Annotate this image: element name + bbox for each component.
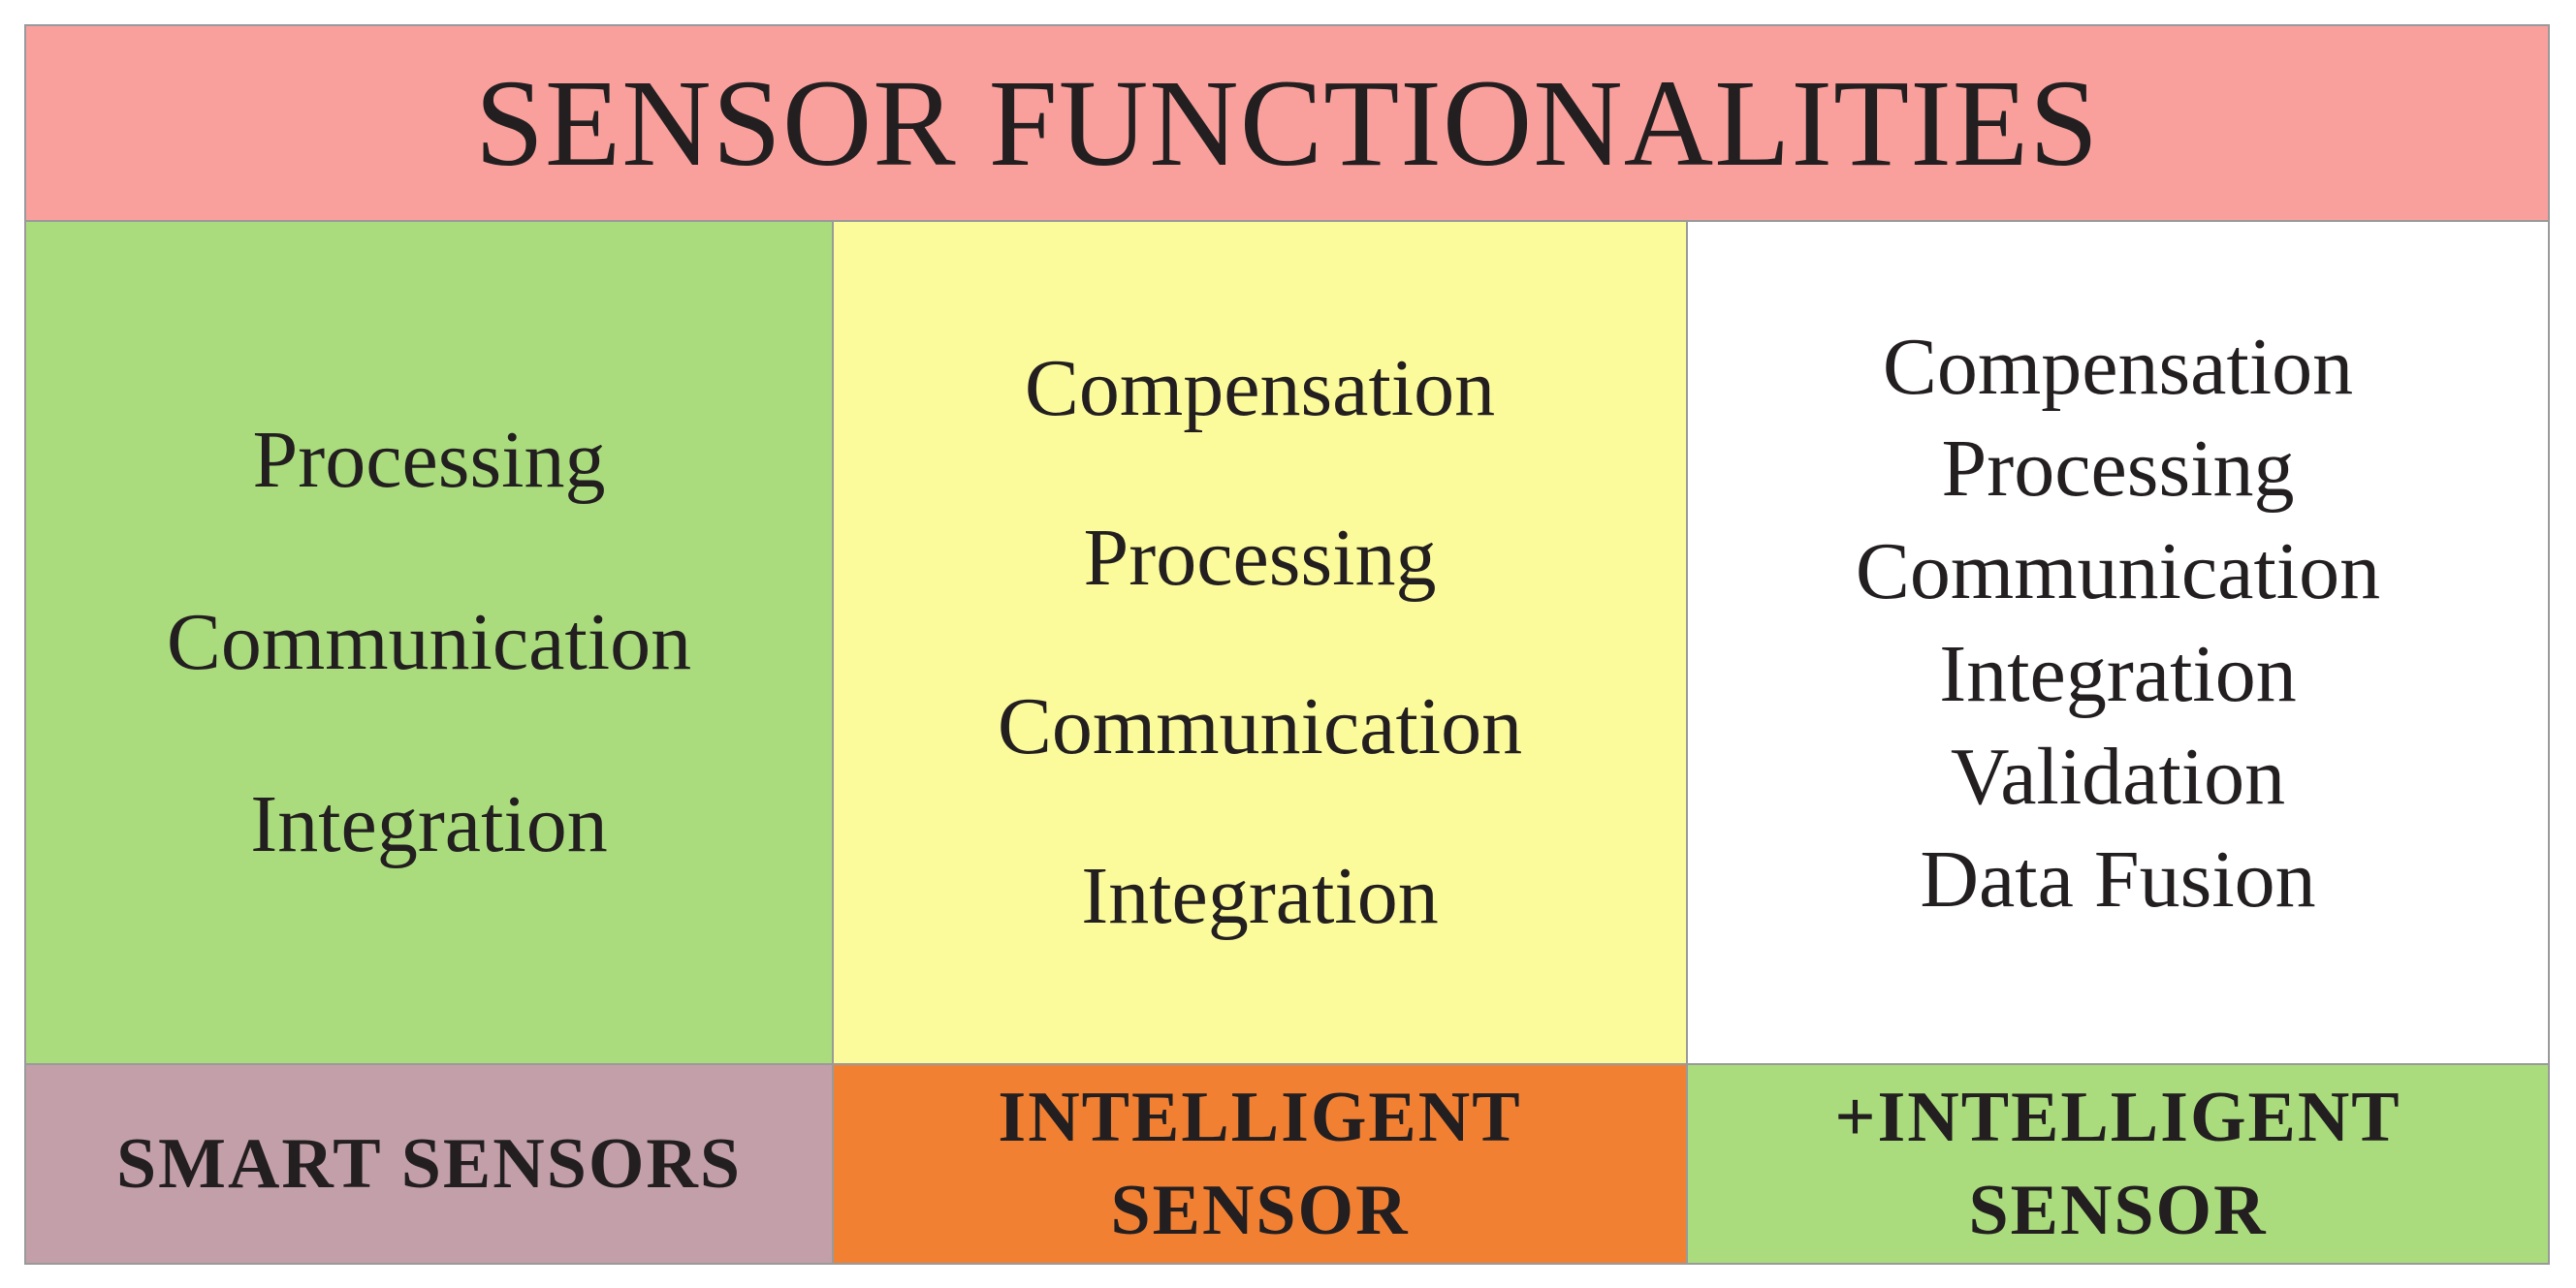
function-item: Processing: [1083, 512, 1437, 603]
intelligent-sensor-label: INTELLIGENT SENSOR: [834, 1065, 1688, 1263]
function-item: Processing: [1941, 424, 2295, 515]
function-item: Compensation: [1882, 321, 2354, 412]
function-item: Validation: [1950, 731, 2286, 822]
function-item: Compensation: [1024, 343, 1496, 434]
plus-intelligent-sensor-label: +INTELLIGENT SENSOR: [1688, 1065, 2548, 1263]
function-item: Integration: [1939, 629, 2297, 719]
label-line: INTELLIGENT: [998, 1077, 1522, 1157]
label-line: SENSOR: [1110, 1171, 1410, 1250]
label-line: +INTELLIGENT: [1834, 1077, 2401, 1157]
functionality-table: SENSOR FUNCTIONALITIES Processing Commun…: [24, 24, 2550, 1265]
function-item: Communication: [1855, 526, 2381, 617]
label-line: SMART SENSORS: [115, 1123, 743, 1204]
function-item: Integration: [250, 779, 608, 869]
plus-intelligent-sensor-functions: Compensation Processing Communication In…: [1688, 222, 2548, 1065]
page-title: SENSOR FUNCTIONALITIES: [474, 54, 2100, 192]
smart-sensor-functions: Processing Communication Integration: [26, 222, 834, 1065]
function-item: Integration: [1081, 850, 1439, 941]
function-item: Communication: [997, 681, 1523, 772]
title-bar: SENSOR FUNCTIONALITIES: [26, 26, 2548, 222]
function-item: Communication: [166, 597, 692, 687]
smart-sensors-label: SMART SENSORS: [26, 1065, 834, 1263]
intelligent-sensor-functions: Compensation Processing Communication In…: [834, 222, 1688, 1065]
label-line: SENSOR: [1968, 1171, 2268, 1250]
function-item: Processing: [252, 415, 606, 505]
function-item: Data Fusion: [1920, 833, 2316, 925]
